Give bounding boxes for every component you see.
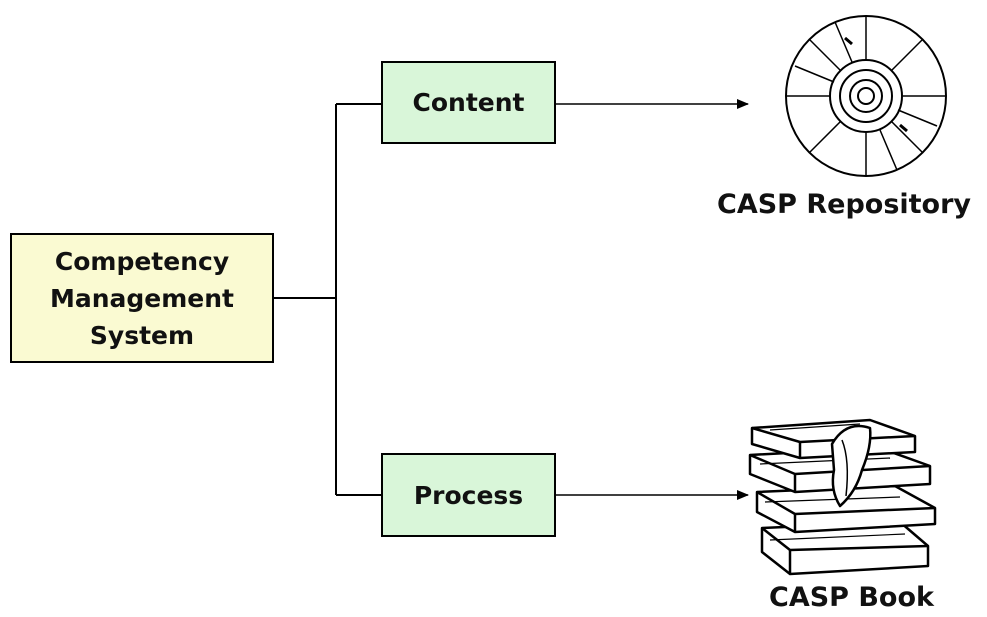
main-box-line-2: Management	[49, 283, 235, 313]
casp-repository-label: CASP Repository	[717, 189, 972, 220]
process-box: Process	[381, 453, 556, 537]
cd-disc-icon	[785, 15, 947, 177]
main-box-line-1: Competency	[54, 246, 230, 276]
content-box-label: Content	[412, 88, 525, 117]
content-box: Content	[381, 61, 556, 144]
competency-management-system-box: Competency Management System	[10, 233, 274, 363]
main-box-label: Competency Management System	[50, 243, 234, 354]
casp-book-label: CASP Book	[769, 582, 934, 613]
main-box-line-3: System	[89, 320, 195, 350]
process-box-label: Process	[413, 480, 524, 510]
stacked-books-icon	[748, 418, 937, 576]
